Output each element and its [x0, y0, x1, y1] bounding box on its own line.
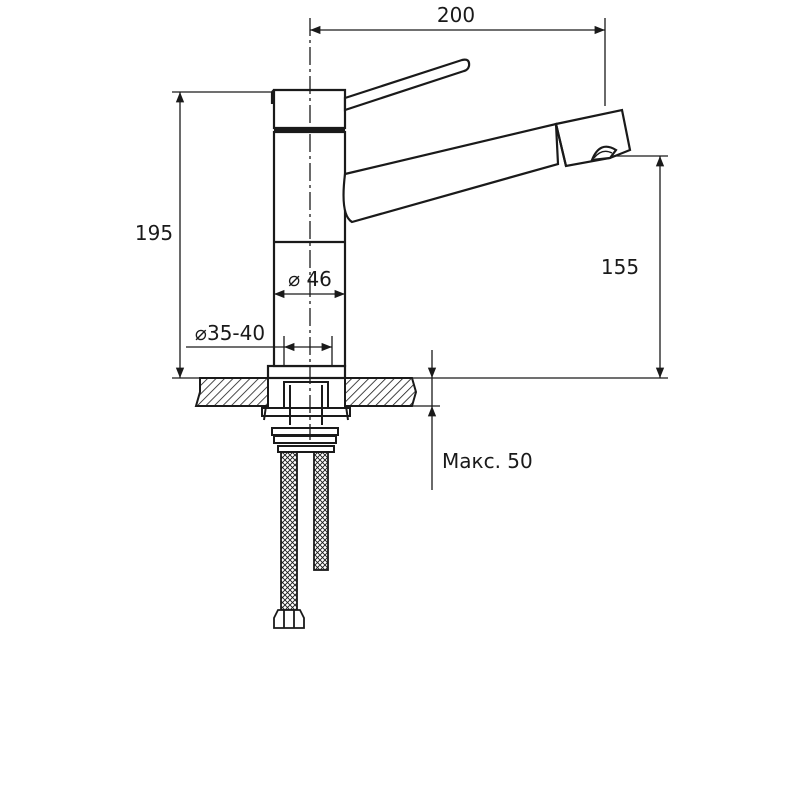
dim-total-height-label: 195 [135, 221, 173, 245]
dim-body-diameter-label: ⌀ 46 [288, 267, 332, 291]
dim-spout-height-label: 155 [601, 255, 639, 279]
water-hoses [273, 451, 329, 629]
dim-hole-diameter-label: ⌀35-40 [195, 321, 265, 345]
dimension-lines [172, 18, 668, 490]
countertop-section [194, 377, 418, 407]
dim-max-thickness-label: Макс. 50 [442, 449, 533, 473]
lever-handle [343, 58, 471, 112]
faucet-body [266, 88, 347, 380]
spout [342, 108, 632, 224]
dim-spout-reach-label: 200 [437, 3, 475, 27]
mounting-hardware [261, 381, 351, 453]
